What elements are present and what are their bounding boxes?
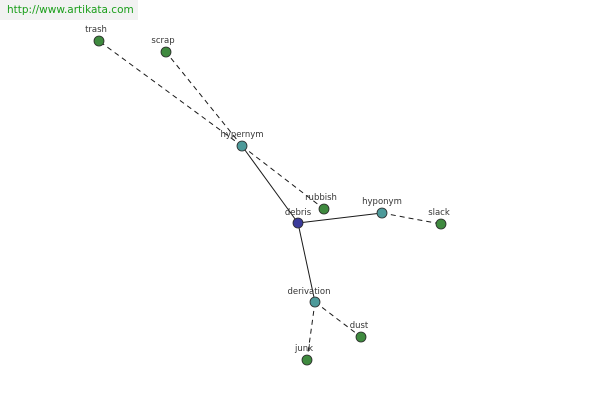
node-label-debris: debris	[285, 208, 312, 218]
edge-hypernym-trash	[98, 40, 243, 147]
node-circle-rubbish[interactable]	[318, 203, 330, 215]
node-circle-slack[interactable]	[435, 218, 447, 230]
edge-derivation-junk	[306, 301, 316, 361]
node-debris[interactable]: debris	[285, 208, 312, 229]
node-label-slack: slack	[428, 208, 450, 218]
graph-nodes: debris hypernym hyponym derivation trash scra…	[85, 25, 450, 366]
node-rubbish[interactable]: rubbish	[305, 193, 337, 215]
edge-debris-hypernym	[241, 145, 299, 224]
node-label-derivation: derivation	[287, 287, 330, 297]
node-label-hypernym: hypernym	[220, 130, 263, 140]
node-trash[interactable]: trash	[85, 25, 107, 47]
edge-derivation-dust	[314, 301, 362, 338]
node-circle-derivation[interactable]	[309, 296, 321, 308]
edge-debris-hyponym	[297, 212, 383, 224]
node-derivation[interactable]: derivation	[287, 287, 331, 308]
node-junk[interactable]: junk	[294, 344, 313, 366]
node-slack[interactable]: slack	[428, 208, 450, 230]
node-circle-junk[interactable]	[301, 354, 313, 366]
node-circle-debris[interactable]	[292, 217, 304, 229]
node-label-rubbish: rubbish	[305, 193, 337, 203]
node-label-scrap: scrap	[151, 36, 174, 46]
node-circle-trash[interactable]	[93, 35, 105, 47]
node-hypernym[interactable]: hypernym	[220, 130, 264, 152]
node-hyponym[interactable]: hyponym	[362, 197, 402, 219]
watermark-url: http://www.artikata.com	[0, 0, 138, 20]
node-dust[interactable]: dust	[350, 321, 369, 343]
node-label-dust: dust	[350, 321, 369, 331]
node-circle-dust[interactable]	[355, 331, 367, 343]
node-label-trash: trash	[85, 25, 107, 35]
node-scrap[interactable]: scrap	[151, 36, 175, 58]
edge-hypernym-scrap	[165, 51, 243, 147]
node-circle-hyponym[interactable]	[376, 207, 388, 219]
edge-hyponym-slack	[381, 212, 442, 225]
node-circle-hypernym[interactable]	[236, 140, 248, 152]
node-circle-scrap[interactable]	[160, 46, 172, 58]
node-label-junk: junk	[294, 344, 313, 354]
node-label-hyponym: hyponym	[362, 197, 402, 207]
graph-edges	[98, 40, 442, 361]
edge-debris-derivation	[297, 222, 316, 303]
